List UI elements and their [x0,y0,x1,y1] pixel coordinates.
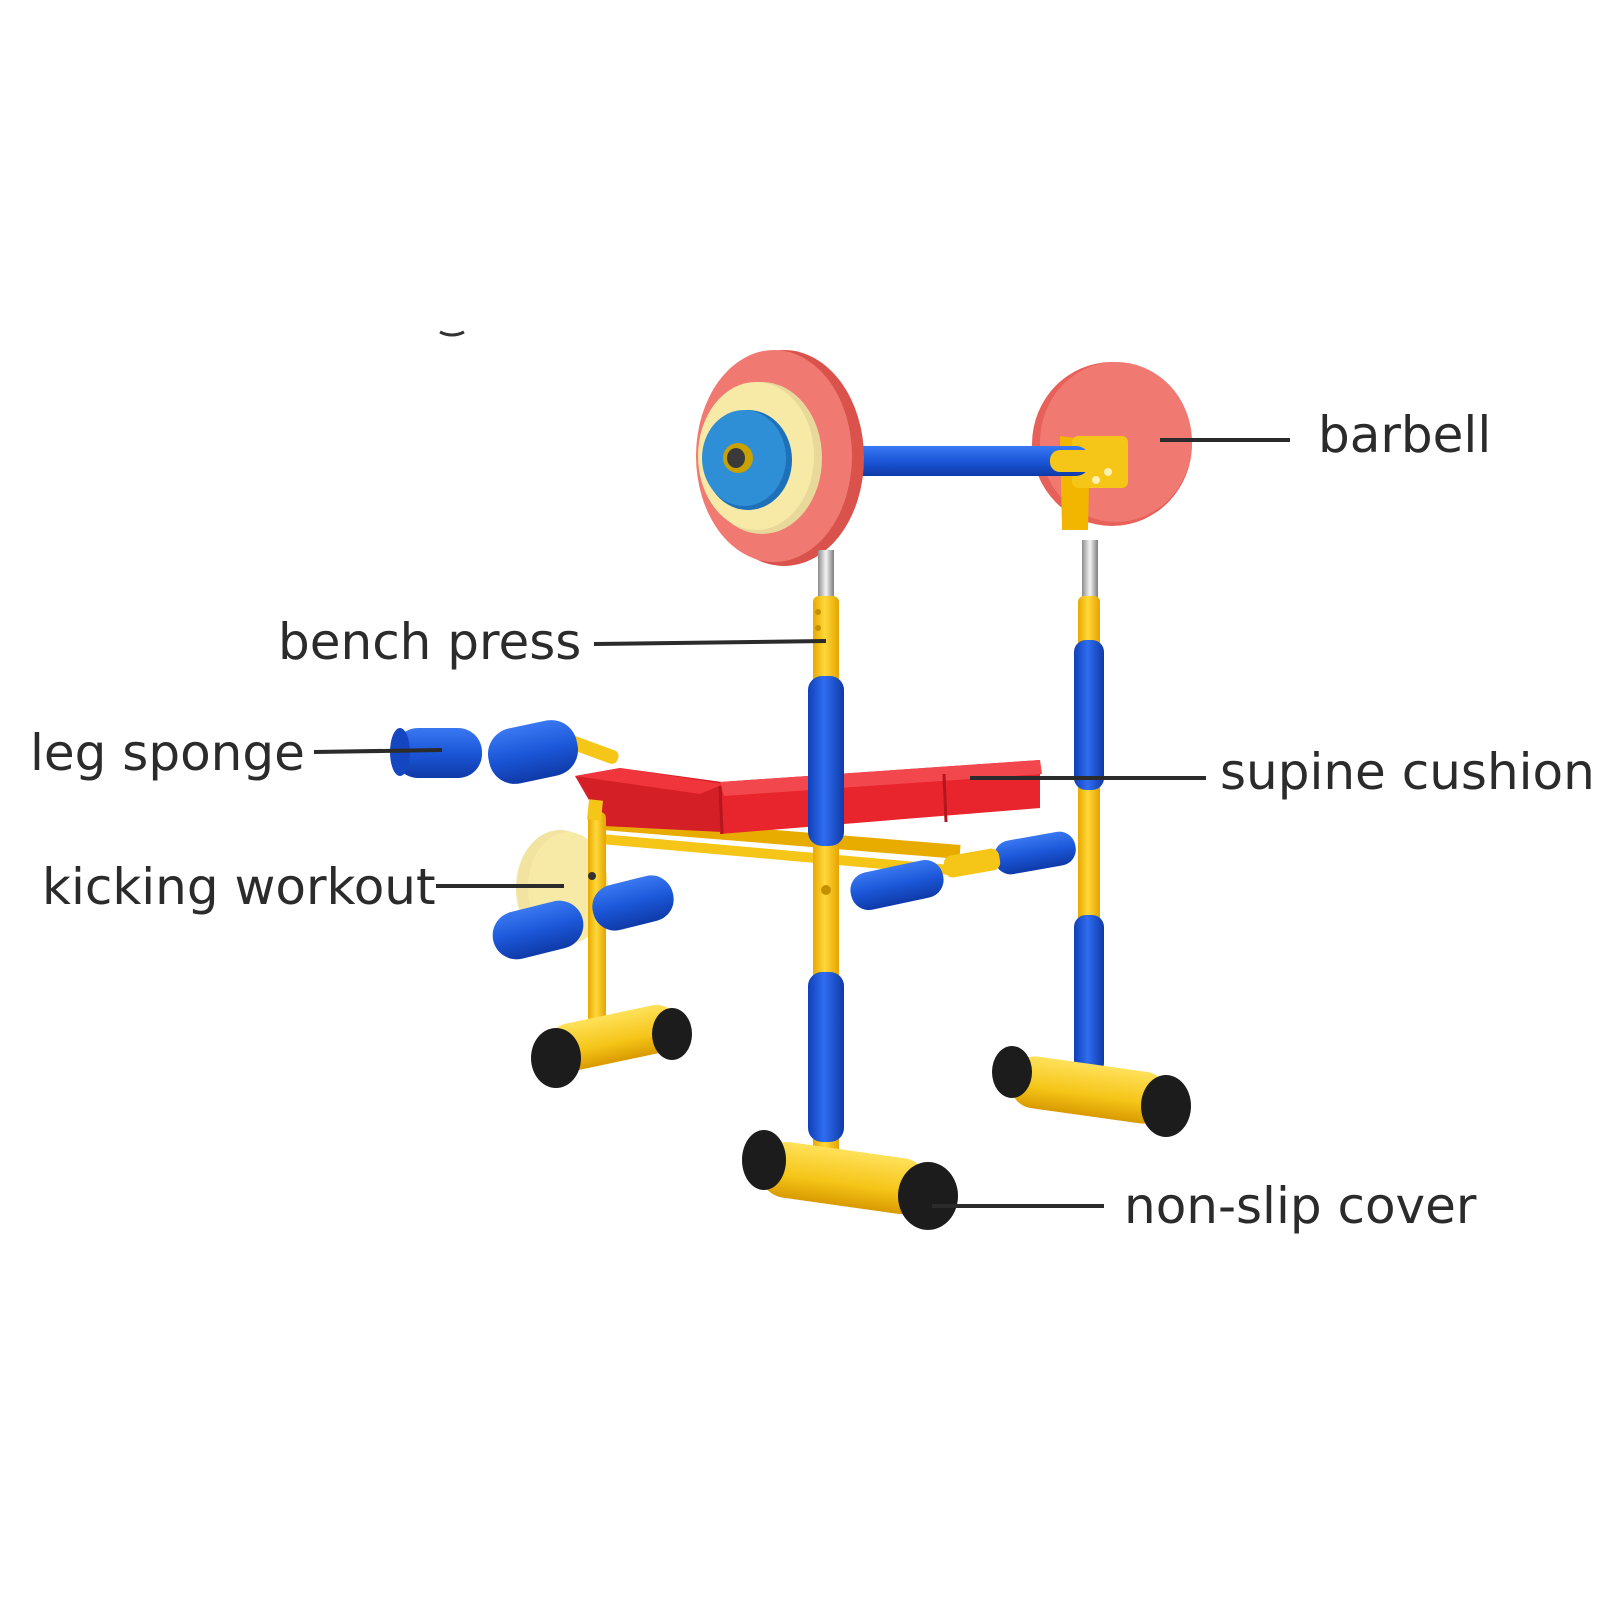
label-leg-sponge: leg sponge [30,724,305,782]
left-barbell-plate [696,350,864,566]
foot-right-rear [992,1046,1191,1137]
label-bench-press: bench press [278,613,582,671]
leader-bench-press [593,639,827,646]
leader-leg-sponge [313,748,443,754]
barbell-bar [850,446,1100,476]
label-non-slip-cover: non-slip cover [1124,1177,1477,1235]
right-upright [1074,540,1104,1075]
left-upright [808,550,844,1156]
label-supine-cushion: supine cushion [1220,743,1595,801]
supine-cushion [575,760,1042,835]
label-barbell: barbell [1318,406,1492,464]
label-kicking-workout: kicking workout [42,858,436,916]
stray-mark [439,330,465,337]
foot-left-rear [531,1004,692,1088]
foot-front [742,1130,958,1230]
leg-sponge [390,720,619,784]
right-barbell-plate [1032,362,1192,530]
leader-lines [313,438,1290,1208]
kicking-workout [492,799,674,1044]
